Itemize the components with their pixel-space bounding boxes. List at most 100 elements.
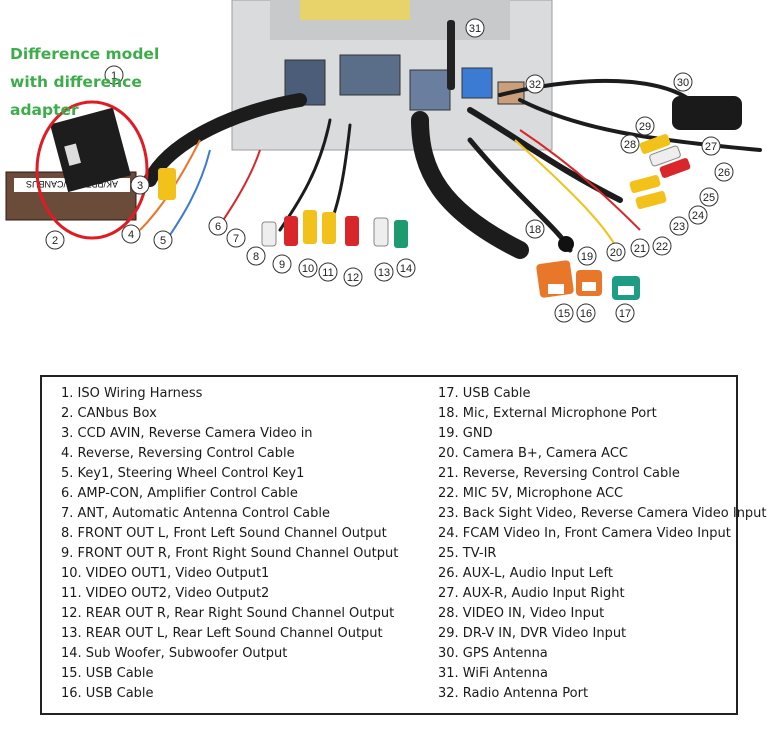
svg-text:2: 2 <box>52 235 58 247</box>
callout-8: 8 <box>246 246 266 266</box>
callout-30: 30 <box>673 72 693 92</box>
svg-text:23: 23 <box>673 221 685 233</box>
ccd-avin-connector <box>158 168 176 200</box>
svg-text:15: 15 <box>558 308 570 320</box>
callout-19: 19 <box>577 246 597 266</box>
callout-1: 1 <box>104 65 124 85</box>
callout-6: 6 <box>208 216 228 236</box>
legend-item: 12. REAR OUT R, Rear Right Sound Channel… <box>61 606 395 621</box>
callout-25: 25 <box>699 187 719 207</box>
legend-item: 1. ISO Wiring Harness <box>61 386 203 401</box>
svg-text:29: 29 <box>639 121 651 133</box>
callout-27: 27 <box>701 136 721 156</box>
legend-item: 3. CCD AVIN, Reverse Camera Video in <box>61 426 313 441</box>
svg-text:1: 1 <box>111 70 117 82</box>
svg-text:5: 5 <box>160 235 166 247</box>
callout-9: 9 <box>272 254 292 274</box>
usb-connectors <box>536 260 640 300</box>
legend-item: 8. FRONT OUT L, Front Left Sound Channel… <box>61 526 387 541</box>
legend-item: 9. FRONT OUT R, Front Right Sound Channe… <box>61 546 399 561</box>
legend-item: 32. Radio Antenna Port <box>438 686 589 701</box>
legend-item: 18. Mic, External Microphone Port <box>438 406 657 421</box>
callout-31: 31 <box>465 18 485 38</box>
legend-item: 25. TV-IR <box>438 546 497 561</box>
svg-text:12: 12 <box>347 272 359 284</box>
callout-12: 12 <box>343 267 363 287</box>
legend-item: 26. AUX-L, Audio Input Left <box>438 566 614 581</box>
legend-item: 10. VIDEO OUT1, Video Output1 <box>61 566 270 581</box>
svg-text:4: 4 <box>128 229 134 241</box>
svg-text:27: 27 <box>705 141 717 153</box>
callout-14: 14 <box>396 258 416 278</box>
legend-item: 4. Reverse, Reversing Control Cable <box>61 446 295 461</box>
callout-2: 2 <box>45 230 65 250</box>
svg-text:9: 9 <box>279 259 285 271</box>
svg-text:20: 20 <box>610 247 622 259</box>
svg-text:31: 31 <box>469 23 481 35</box>
legend-box: 1. ISO Wiring Harness 2. CANbus Box 3. C… <box>40 375 767 715</box>
legend-item: 23. Back Sight Video, Reverse Camera Vid… <box>438 506 767 521</box>
head-unit <box>231 0 553 151</box>
legend-item: 13. REAR OUT L, Rear Left Sound Channel … <box>61 626 383 641</box>
callout-20: 20 <box>606 242 626 262</box>
adapter-connector <box>50 107 131 193</box>
callout-11: 11 <box>318 262 338 282</box>
callout-10: 10 <box>298 258 318 278</box>
head-unit-label <box>300 0 410 20</box>
legend-item: 5. Key1, Steering Wheel Control Key1 <box>61 466 305 481</box>
rca-cluster-right <box>629 134 691 210</box>
svg-text:16: 16 <box>580 308 592 320</box>
rca-connectors <box>158 168 408 248</box>
adapter-note-line-1: Difference model <box>10 45 160 63</box>
legend-item: 29. DR-V IN, DVR Video Input <box>438 626 627 641</box>
callout-4: 4 <box>121 224 141 244</box>
svg-text:14: 14 <box>400 263 412 275</box>
callout-markers: 1 2 3 4 5 6 7 8 9 10 11 12 13 14 15 16 1… <box>45 18 734 323</box>
adapter-note-line-2: with difference <box>10 73 142 91</box>
adapter-note: Difference model with difference adapter <box>10 40 159 124</box>
callout-3: 3 <box>130 175 150 195</box>
svg-text:8: 8 <box>253 251 259 263</box>
legend-item: 21. Reverse, Reversing Control Cable <box>438 466 680 481</box>
callout-22: 22 <box>652 236 672 256</box>
svg-text:24: 24 <box>692 210 704 222</box>
svg-text:30: 30 <box>677 77 689 89</box>
legend-item: 28. VIDEO IN, Video Input <box>438 606 605 621</box>
svg-text:32: 32 <box>529 79 541 91</box>
callout-18: 18 <box>525 219 545 239</box>
svg-text:11: 11 <box>322 267 333 279</box>
legend-item: 22. MIC 5V, Microphone ACC <box>438 486 624 501</box>
callout-29: 29 <box>635 116 655 136</box>
callout-21: 21 <box>630 238 650 258</box>
svg-text:26: 26 <box>718 167 730 179</box>
legend-item: 7. ANT, Automatic Antenna Control Cable <box>61 506 330 521</box>
callout-17: 17 <box>615 303 635 323</box>
callout-7: 7 <box>226 228 246 248</box>
legend-column-left: 1. ISO Wiring Harness 2. CANbus Box 3. C… <box>61 384 398 704</box>
callout-13: 13 <box>374 262 394 282</box>
legend-item: 6. AMP-CON, Amplifier Control Cable <box>61 486 298 501</box>
svg-text:10: 10 <box>302 263 314 275</box>
legend-item: 16. USB Cable <box>61 686 154 701</box>
callout-32: 32 <box>525 74 545 94</box>
svg-text:19: 19 <box>581 251 593 263</box>
gps-antenna <box>672 96 742 130</box>
svg-text:28: 28 <box>624 139 636 151</box>
legend-item: 31. WiFi Antenna <box>438 666 548 681</box>
callout-16: 16 <box>576 303 596 323</box>
legend-column-right: 17. USB Cable 18. Mic, External Micropho… <box>438 384 767 704</box>
callout-28: 28 <box>620 134 640 154</box>
legend-item: 17. USB Cable <box>438 386 531 401</box>
svg-text:22: 22 <box>656 241 668 253</box>
svg-text:17: 17 <box>619 308 631 320</box>
callout-15: 15 <box>554 303 574 323</box>
legend-item: 14. Sub Woofer, Subwoofer Output <box>61 646 288 661</box>
wifi-antenna <box>447 20 455 90</box>
callout-24: 24 <box>688 205 708 225</box>
legend-item: 19. GND <box>438 426 493 441</box>
svg-text:21: 21 <box>634 243 646 255</box>
svg-text:3: 3 <box>137 180 143 192</box>
adapter-note-line-3: adapter <box>10 101 79 119</box>
legend-item: 20. Camera B+, Camera ACC <box>438 446 628 461</box>
legend-item: 24. FCAM Video In, Front Camera Video In… <box>438 526 731 541</box>
